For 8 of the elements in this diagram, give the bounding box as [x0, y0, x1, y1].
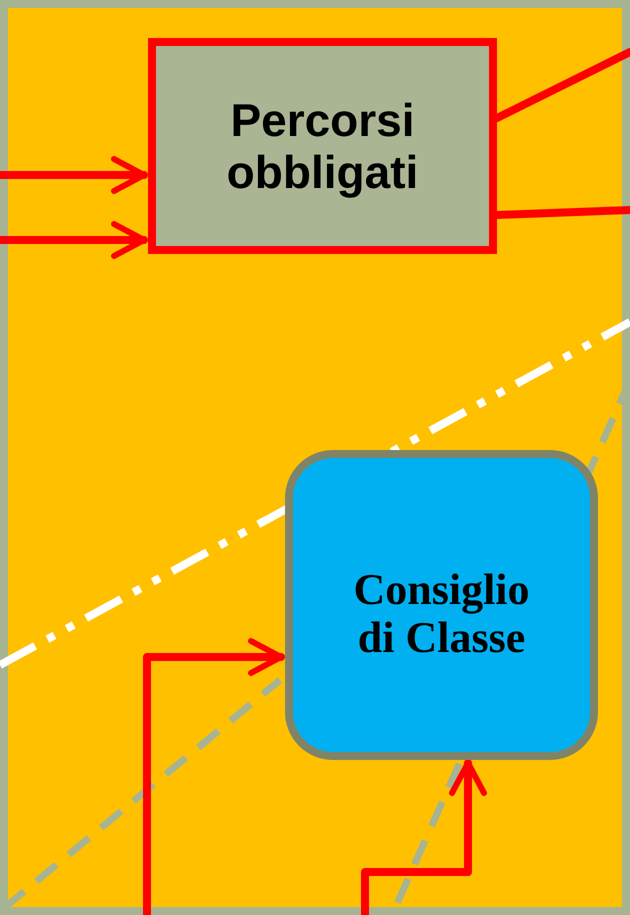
process-box	[148, 38, 497, 254]
arrow	[0, 221, 148, 259]
box-label: Percorsi obbligati	[226, 94, 420, 198]
arrow	[143, 638, 285, 915]
box-label: Consiglio di Classe	[352, 566, 531, 662]
arrow	[0, 156, 148, 194]
arrow	[361, 759, 487, 915]
rounded-box	[285, 450, 598, 760]
